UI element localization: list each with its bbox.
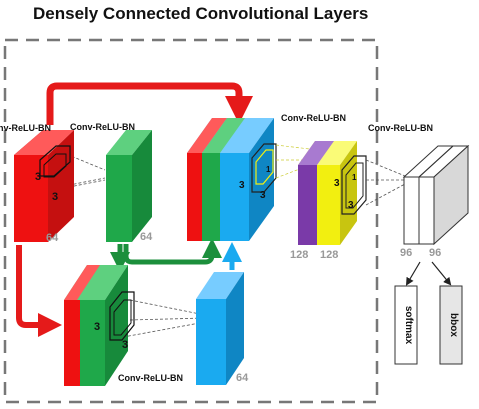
arrow-to-bbox [431,261,452,286]
diagram-title: Densely Connected Convolutional Layers [33,4,369,23]
block3-kernel-d: 1 [266,165,271,174]
skip-arrow-red-down [16,245,62,337]
dense-block-frame [3,38,379,404]
block1-kernel-w: 3 [52,191,58,203]
block2-feature-map [106,130,152,242]
block4-feature-map [64,265,135,386]
block6-label: Conv-ReLU-BN [368,123,433,133]
projection-lines-2 [117,299,206,339]
block1-kernel-h: 3 [35,171,41,183]
block2-channels: 64 [140,231,153,243]
block4-label: Conv-ReLU-BN [118,373,183,383]
skip-arrow-red-top [46,82,253,125]
arrow-to-softmax [405,261,421,286]
fc-channels-b: 96 [429,247,441,259]
bbox-box [439,285,463,365]
block3-kernel-w: 3 [260,190,266,201]
softmax-box [394,285,418,365]
skip-arrow-green-right [123,238,222,265]
block3-kernel-h: 3 [239,180,245,191]
block4-kernel-h: 3 [94,321,100,333]
block4-kernel-w: 3 [122,339,128,351]
block1-label: Conv-ReLU-BN [0,123,51,133]
block6-feature-map [298,141,367,245]
bbox-label: bbox [448,313,459,337]
block5-feature-map [196,272,244,385]
block6-kernel-w: 3 [348,200,354,211]
fc-channels-a: 96 [400,247,412,259]
block5-channels: 64 [236,372,249,384]
block6-kernel-h: 3 [334,178,340,189]
block2-label: Conv-ReLU-BN [70,122,135,132]
block3-feature-map [187,118,277,241]
block3-label: Conv-ReLU-BN [281,113,346,123]
block1-channels: 64 [46,232,59,244]
block1-feature-map [14,130,74,242]
projection-lines-4 [365,159,406,206]
block6-kernel-d: 1 [352,173,357,182]
softmax-label: softmax [403,306,414,345]
block6-channels-b: 128 [320,249,338,261]
fc-layers [402,144,470,246]
block6-channels-a: 128 [290,249,308,261]
